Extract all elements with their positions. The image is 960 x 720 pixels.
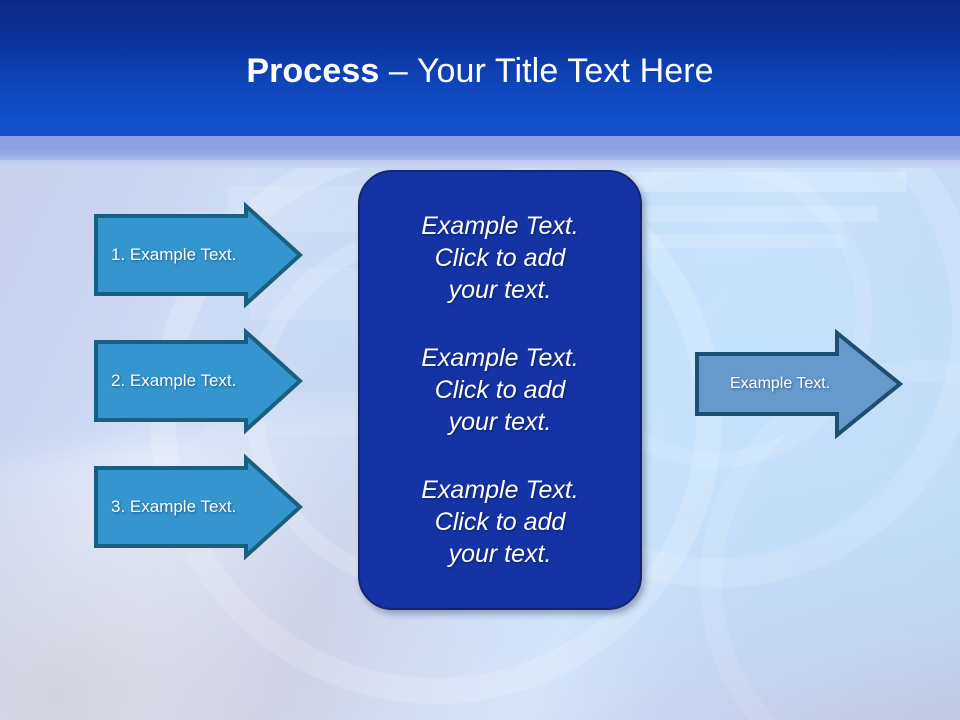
process-outcome-arrow[interactable]: Example Text. [694,328,904,440]
process-detail-block-2: Example Text. Click to add your text. [421,344,579,436]
page-title-strong: Process [246,52,380,90]
arrow-right-shape-icon [94,201,303,309]
arrow-right-shape-icon [94,453,303,561]
process-step-arrow-1[interactable]: 1. Example Text. [93,201,303,309]
process-detail-block-1: Example Text. Click to add your text. [421,212,579,304]
process-step-arrow-2[interactable]: 2. Example Text. [93,327,303,435]
process-detail-box[interactable]: Example Text. Click to add your text. Ex… [358,170,642,610]
process-step-arrow-1-label: 1. Example Text. [111,245,237,264]
title-banner-accent-strip [0,136,960,160]
title-banner-accent-strip-light [0,160,960,168]
process-step-arrow-2-label: 2. Example Text. [111,371,237,390]
process-step-arrow-3-label: 3. Example Text. [111,497,237,516]
process-outcome-arrow-label: Example Text. [730,375,831,392]
process-step-arrow-3[interactable]: 3. Example Text. [93,453,303,561]
page-title-rest: – Your Title Text Here [379,52,714,90]
arrow-right-shape-icon [695,328,904,440]
process-detail-block-3: Example Text. Click to add your text. [421,476,579,568]
title-banner [0,0,960,136]
arrow-right-shape-icon [94,327,303,435]
page-title: Process – Your Title Text Here [0,50,960,92]
